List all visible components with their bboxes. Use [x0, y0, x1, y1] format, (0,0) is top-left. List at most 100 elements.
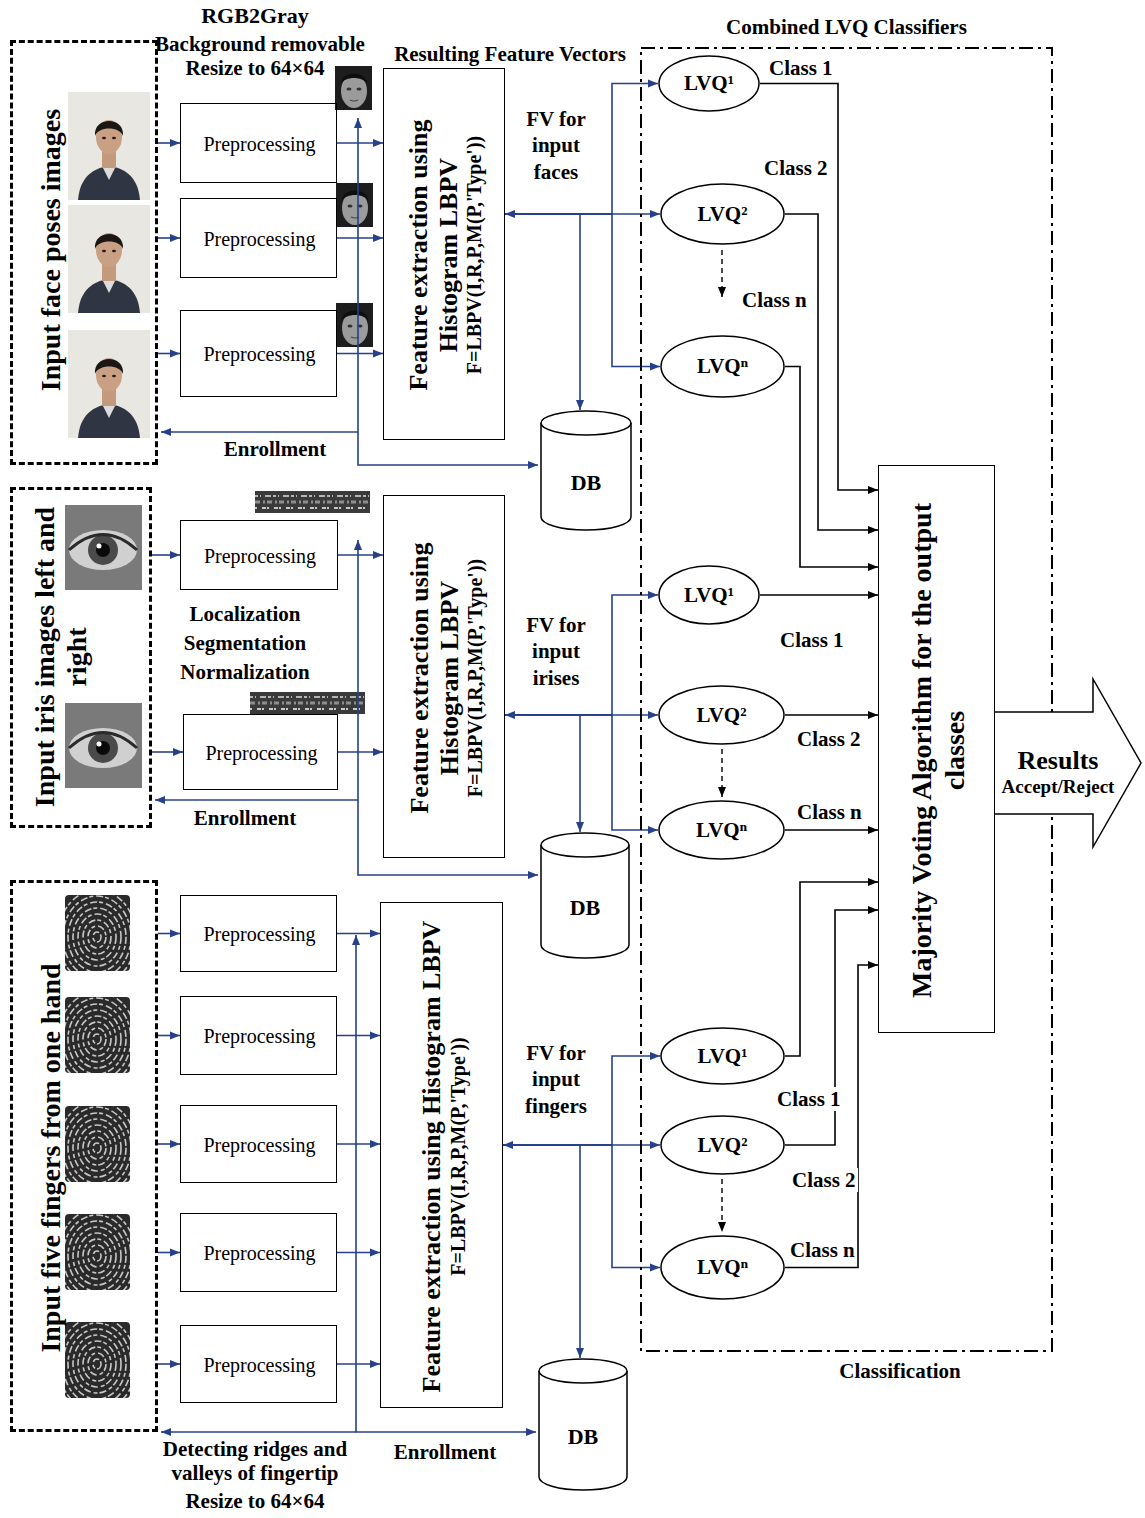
text-area: DB	[540, 436, 632, 530]
ellipse-outline	[659, 56, 759, 111]
edge-label-box: Class n	[740, 288, 809, 312]
node-text: F=LBPV(I,R,P,M(P,'Type'))	[463, 136, 486, 374]
connector	[785, 965, 878, 1268]
label-box: Enrollment	[205, 437, 345, 461]
classifier-ellipse: LVQⁿ	[660, 335, 785, 398]
node-text: LVQⁿ	[696, 818, 747, 842]
node-text: Results	[1018, 746, 1099, 776]
connector	[785, 714, 878, 716]
process-box: Preprocessing	[180, 996, 337, 1075]
text-area: Feature extraction using Histogram LBPVF…	[388, 502, 502, 853]
face-photo	[68, 92, 150, 200]
text-area: LVQ¹	[658, 565, 760, 625]
class-label: Class 2	[795, 727, 863, 751]
fingerprint-image	[58, 1101, 136, 1195]
ellipse-outline	[661, 184, 784, 244]
annotation-label: Enrollment	[375, 1440, 515, 1464]
annotation-label: RGB2Gray	[150, 3, 360, 28]
cylinder-top	[541, 833, 629, 857]
annotation-label: Resize to 64×64	[150, 56, 360, 80]
result-arrow: ResultsAccept/Reject	[995, 678, 1142, 848]
edge-label-box: Class 1	[778, 628, 846, 652]
label-box: Localization	[160, 602, 330, 626]
node-text: Majority Voting Algorithm for the output…	[905, 474, 969, 1026]
connector	[338, 751, 383, 753]
connector	[337, 1252, 380, 1254]
classifier-ellipse: LVQ¹	[658, 55, 760, 112]
edge-label-box: Class 2	[790, 1168, 858, 1192]
text-area: LVQ²	[660, 183, 785, 245]
annotation-label: Localization	[160, 602, 330, 626]
text-area: Preprocessing	[181, 199, 338, 279]
label-box: RGB2Gray	[150, 3, 360, 28]
node-text: LVQ²	[698, 1133, 748, 1157]
connector	[338, 554, 383, 556]
node-text: Preprocessing	[203, 1134, 315, 1157]
ellipsis-arrow	[721, 749, 722, 797]
node-text: Preprocessing	[203, 1354, 315, 1377]
connector	[158, 237, 180, 239]
connector	[158, 933, 180, 935]
class-label: Class n	[788, 1238, 857, 1262]
connector	[785, 829, 878, 831]
node-text: Feature extraction using Histogram LBPV	[404, 502, 464, 853]
ellipsis-arrow	[721, 1179, 722, 1232]
connector	[785, 214, 878, 530]
text-area: LVQ¹	[660, 1027, 785, 1085]
node-text: LVQ²	[698, 202, 748, 226]
connector	[505, 214, 580, 410]
database-cylinder: DB	[540, 832, 630, 958]
node-text: Input face poses images	[35, 109, 67, 391]
node-text: DB	[571, 470, 602, 495]
process-box: Preprocessing	[180, 103, 337, 183]
annotation-label: Background removable	[150, 32, 370, 56]
connector	[152, 554, 180, 556]
connector	[337, 1143, 380, 1145]
connector	[337, 237, 383, 239]
connector	[503, 1145, 580, 1358]
connector	[158, 142, 180, 144]
edge-label-box: Class 1	[775, 1087, 843, 1111]
feature-box: Feature extraction using Histogram LBPVF…	[383, 68, 505, 440]
ellipse-outline	[659, 686, 784, 744]
node-text: Combined LVQ Classifiers	[726, 15, 967, 39]
text-area: Preprocessing	[181, 311, 338, 398]
eye-photo	[65, 703, 142, 788]
node-text: Input five fingers from one hand	[35, 963, 67, 1352]
annotation-label: Segmentation	[160, 631, 330, 655]
process-box: Preprocessing	[180, 198, 337, 278]
node-text: LVQ²	[697, 703, 747, 727]
edge-label-box: Class n	[795, 800, 864, 824]
text-area: Preprocessing	[181, 896, 338, 973]
text-area: Preprocessing	[181, 1106, 338, 1184]
connector	[785, 367, 878, 568]
label-box: Enrollment	[175, 806, 315, 830]
input-group: Input iris images left and right	[10, 487, 152, 828]
class-label: Class n	[795, 800, 864, 824]
label-box: FV for input faces	[520, 106, 592, 185]
text-area: LVQ²	[658, 685, 785, 745]
process-box: Preprocessing	[180, 1105, 337, 1183]
text-area: Preprocessing	[181, 104, 338, 184]
label-box: Segmentation	[160, 631, 330, 655]
connector	[337, 1035, 380, 1037]
classifier-ellipse: LVQ¹	[658, 565, 760, 625]
text-area: Input iris images left and right	[27, 498, 95, 816]
process-box: Preprocessing	[180, 310, 337, 397]
classifier-ellipse: LVQ²	[658, 685, 785, 745]
node-text: LVQⁿ	[697, 1255, 748, 1279]
text-area: LVQⁿ	[660, 335, 785, 398]
face-crop	[335, 66, 372, 110]
label-box: FV for input fingers	[520, 1040, 592, 1119]
connector	[505, 715, 580, 832]
text-area: Classification	[810, 1356, 990, 1386]
node-text: Preprocessing	[203, 343, 315, 366]
node-text: Preprocessing	[203, 1025, 315, 1048]
connector	[158, 1143, 180, 1145]
text-area: Feature extraction using Histogram LBPVF…	[388, 75, 502, 435]
node-text: Preprocessing	[204, 545, 316, 568]
node-text: Preprocessing	[203, 133, 315, 156]
text-area: Input five fingers from one hand	[25, 893, 77, 1423]
